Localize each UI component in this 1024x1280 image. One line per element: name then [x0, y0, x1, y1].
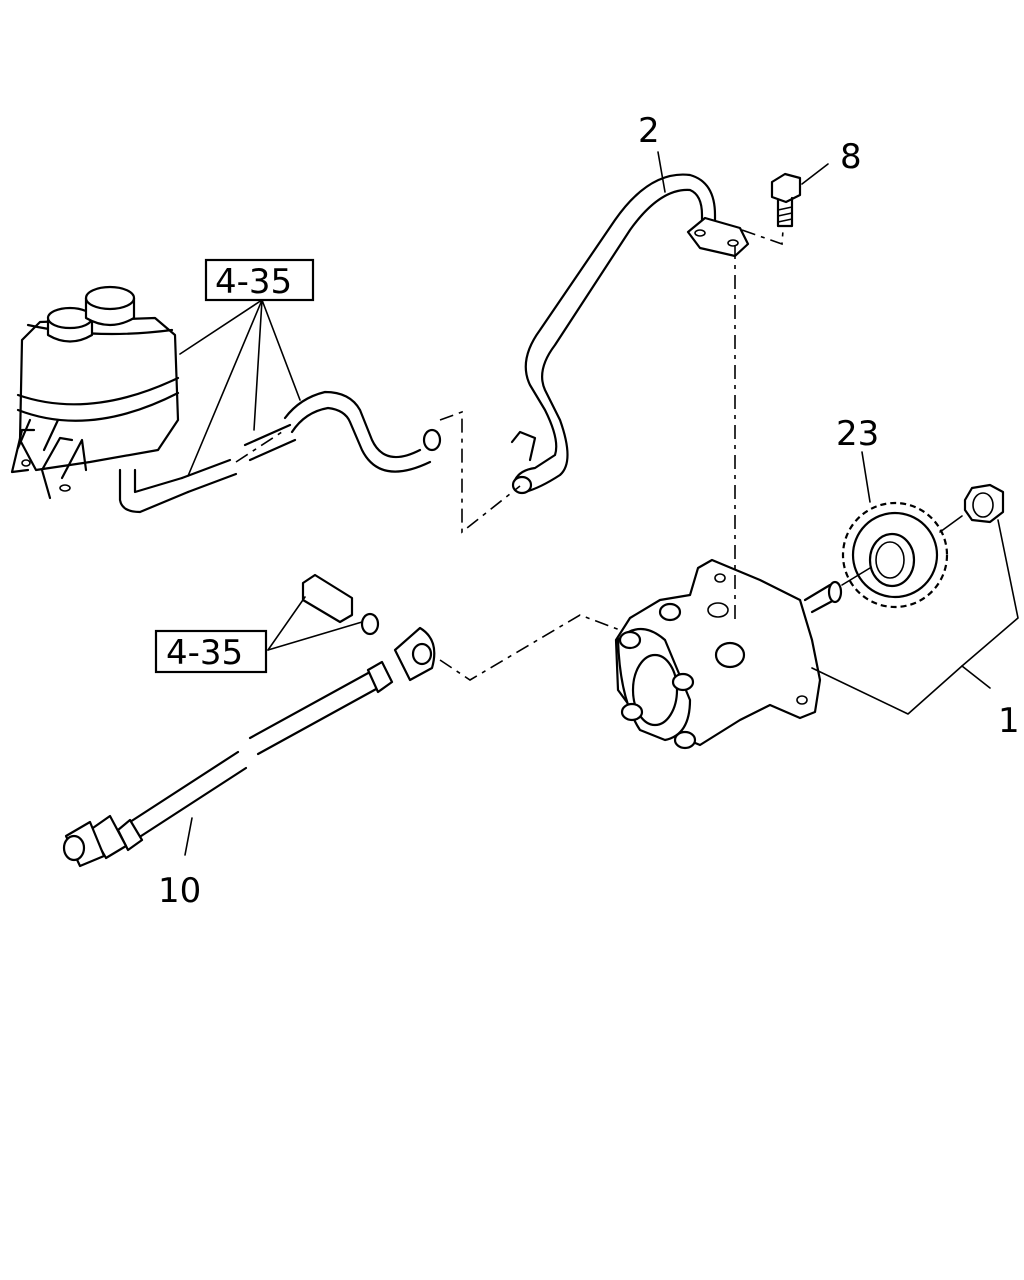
return-hose[interactable]	[62, 573, 436, 868]
callout-8: 8	[840, 137, 862, 177]
ref-box-bottom-label: 4-35	[166, 633, 243, 673]
callout-2: 2	[638, 111, 660, 151]
suction-hose[interactable]	[180, 390, 442, 494]
reservoir-tank[interactable]	[10, 285, 190, 514]
pressure-pipe[interactable]	[510, 173, 750, 495]
ref-box-bottom[interactable]: 4-35	[154, 629, 268, 674]
bolt[interactable]	[770, 172, 802, 228]
ref-box-top[interactable]: 4-35	[204, 258, 315, 302]
nut[interactable]	[963, 483, 1005, 524]
callout-10: 10	[158, 871, 201, 911]
power-steering-pump[interactable]	[614, 558, 843, 750]
callout-1: 1	[998, 701, 1020, 741]
assembly-lines	[439, 229, 963, 681]
drive-gear[interactable]	[841, 501, 949, 609]
leader-lines	[179, 151, 1019, 856]
ref-box-top-label: 4-35	[215, 262, 292, 302]
callout-23: 23	[836, 414, 879, 454]
